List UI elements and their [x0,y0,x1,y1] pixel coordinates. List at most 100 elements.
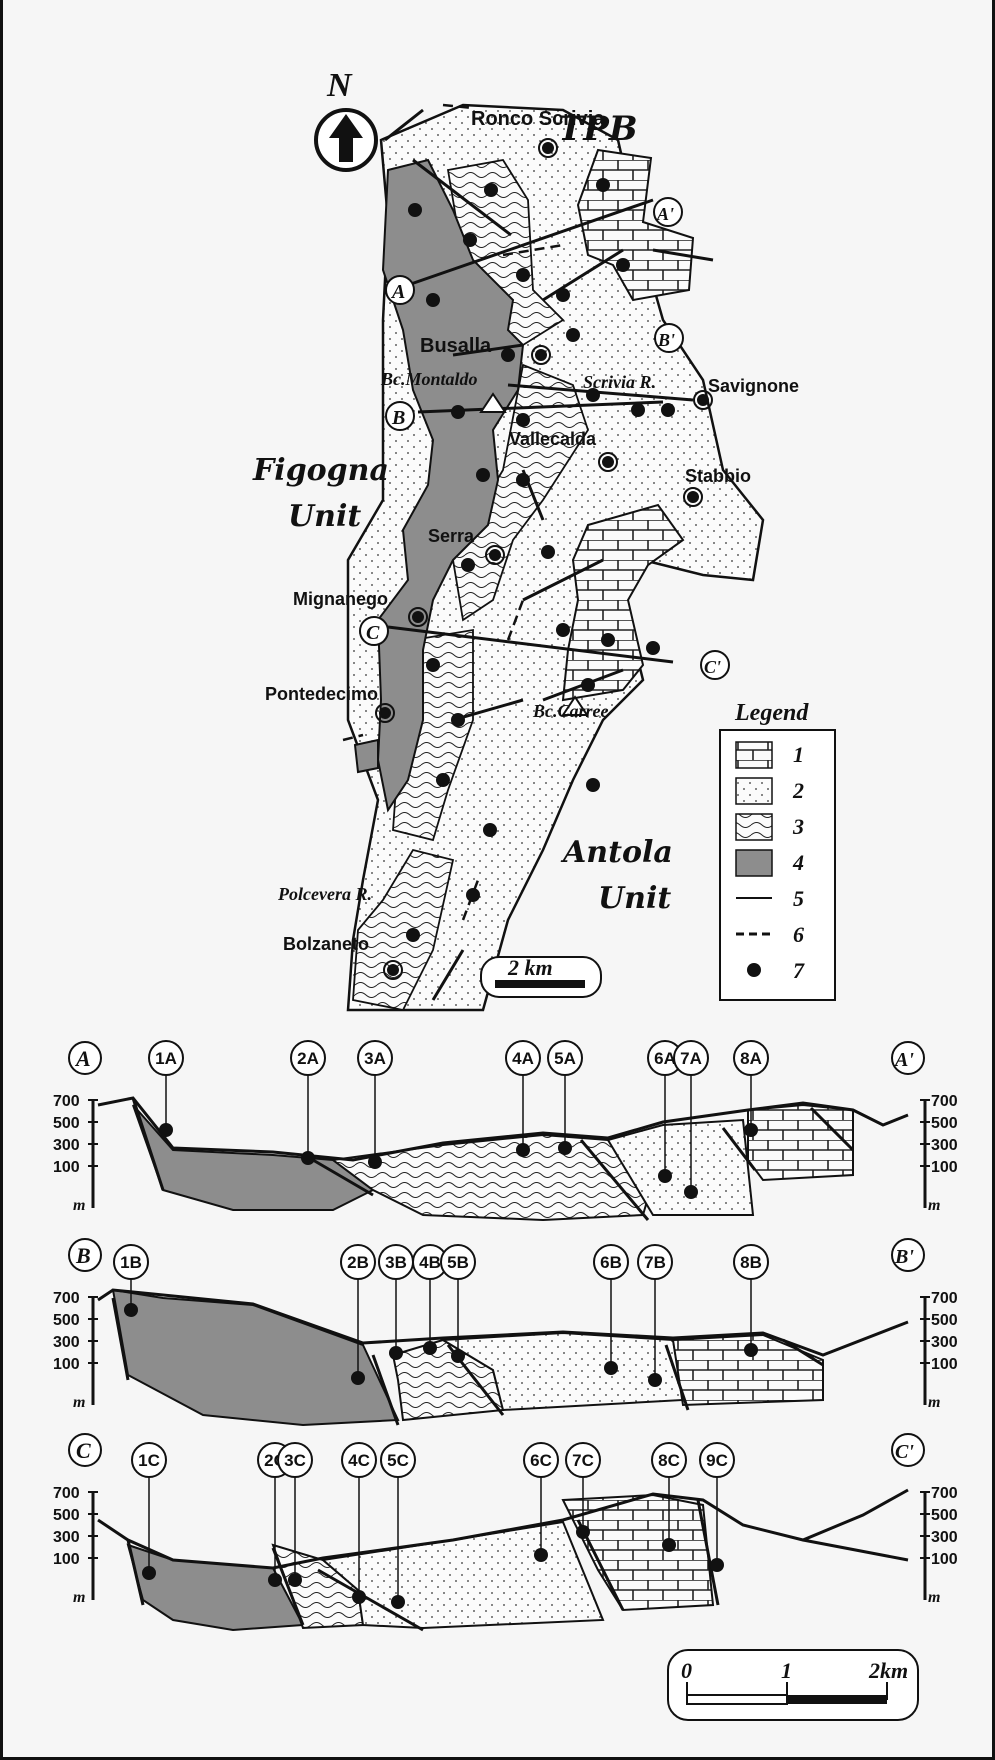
elevation-unit-label: m [73,1394,85,1411]
elevation-tick-label: 100 [931,1356,958,1373]
sample-label: 4C [348,1451,370,1470]
place-label: Bc.Carree [532,701,609,721]
sample-label: 6C [530,1451,552,1470]
elevation-tick-label: 100 [53,1356,80,1373]
cross-section-A [97,1096,909,1222]
figogna-unit-area [376,158,525,813]
figure-canvas: N TPB Figogna Unit Antola Unit Ronco Scr… [53,67,958,1721]
sample-label-circle [733,1244,769,1280]
sample-label: 4B [419,1253,441,1272]
sample-label: 4A [512,1049,534,1068]
trace-A [407,198,654,287]
end-label-A-prime: A' [656,204,674,224]
sample-label: 2A [297,1049,319,1068]
locality-label: Vallecalda [509,429,597,449]
section-end-C: C' [895,1441,914,1463]
sample-point [662,1538,676,1552]
sample-point [744,1343,758,1357]
sample-label: 3C [284,1451,306,1470]
sample-point [558,1141,572,1155]
sample-point [124,1303,138,1317]
legend-item: 4 [792,850,804,875]
locality-label: Mignanego [293,589,388,609]
sample-point [516,1143,530,1157]
inferred-fault-lines [342,103,564,921]
elevation-unit-label: m [928,1197,940,1214]
unit-left-line2: Unit [288,499,361,534]
sample-label-circle [290,1040,326,1076]
sample-point [658,1169,672,1183]
sample-label: 1C [138,1451,160,1470]
elevation-tick-label: 500 [53,1115,80,1132]
triangle-montaldo [479,392,507,413]
end-label-C: C [366,622,380,644]
sample-label-circle [113,1244,149,1280]
elevation-tick-label: 700 [53,1485,80,1502]
sample-label: 9C [706,1451,728,1470]
map-scale-bar: 2 km [480,955,602,998]
legend: Legend 1 2 3 4 5 6 7 [719,700,836,1001]
locality-label: Stabbio [685,466,751,486]
elevation-tick-label: 700 [931,1093,958,1110]
sample-label: 8C [658,1451,680,1470]
elevation-unit-label: m [73,1197,85,1214]
sample-point [604,1361,618,1375]
sample-label: 1B [120,1253,142,1272]
sample-label-circle [277,1442,313,1478]
elevation-tick-label: 500 [53,1312,80,1329]
sample-point [288,1573,302,1587]
elevation-tick-label: 500 [53,1507,80,1524]
sample-label-circle [699,1442,735,1478]
section-start-A: A [74,1046,91,1071]
triangle-carree [561,695,589,716]
sample-point [684,1185,698,1199]
elevation-tick-label: 500 [931,1507,958,1524]
sample-label: 1A [155,1049,177,1068]
elevation-tick-label: 300 [931,1137,958,1154]
sample-label: 6A [654,1049,676,1068]
elevation-tick-label: 700 [931,1485,958,1502]
sample-point [423,1341,437,1355]
locality-label: Bolzaneto [283,934,369,954]
sample-point [391,1595,405,1609]
elevation-tick-label: 700 [53,1093,80,1110]
sample-point [389,1346,403,1360]
sample-label: 8B [740,1253,762,1272]
sample-point [710,1558,724,1572]
sample-label-circle [673,1040,709,1076]
legend-item: 7 [793,958,805,983]
place-label: Scrivia R. [583,372,656,392]
scale-two: 2km [868,1658,908,1683]
sample-label-circle [637,1244,673,1280]
sample-point [648,1373,662,1387]
pontedecimo-outcrop [353,738,379,774]
locality-label: Busalla [420,335,492,357]
elevation-unit-label: m [73,1589,85,1606]
cross-section-C [97,1488,909,1632]
elevation-tick-label: 700 [931,1290,958,1307]
trace-C [387,625,674,664]
sample-point [142,1566,156,1580]
elevation-tick-label: 300 [53,1334,80,1351]
section-scale-bar: 0 1 2km [667,1649,919,1721]
sample-label-circle [733,1040,769,1076]
sample-label-circle [547,1040,583,1076]
sample-label-circle [440,1244,476,1280]
locality-label: Savignone [708,376,799,396]
unit-right-line2: Unit [598,881,671,916]
scale-one: 1 [781,1658,792,1683]
elevation-tick-label: 100 [931,1159,958,1176]
sample-label: 6B [600,1253,622,1272]
sample-label: 2B [347,1253,369,1272]
legend-title: Legend [734,700,809,726]
legend-item: 6 [793,922,804,947]
elevation-tick-label: 100 [53,1551,80,1568]
north-label: N [326,67,353,104]
sample-point [451,1349,465,1363]
section-terminals [68,1041,925,1467]
section-terminal-labels: A A' B B' C C' [74,1046,914,1463]
legend-item: 1 [793,742,804,767]
sample-label: 3A [364,1049,386,1068]
